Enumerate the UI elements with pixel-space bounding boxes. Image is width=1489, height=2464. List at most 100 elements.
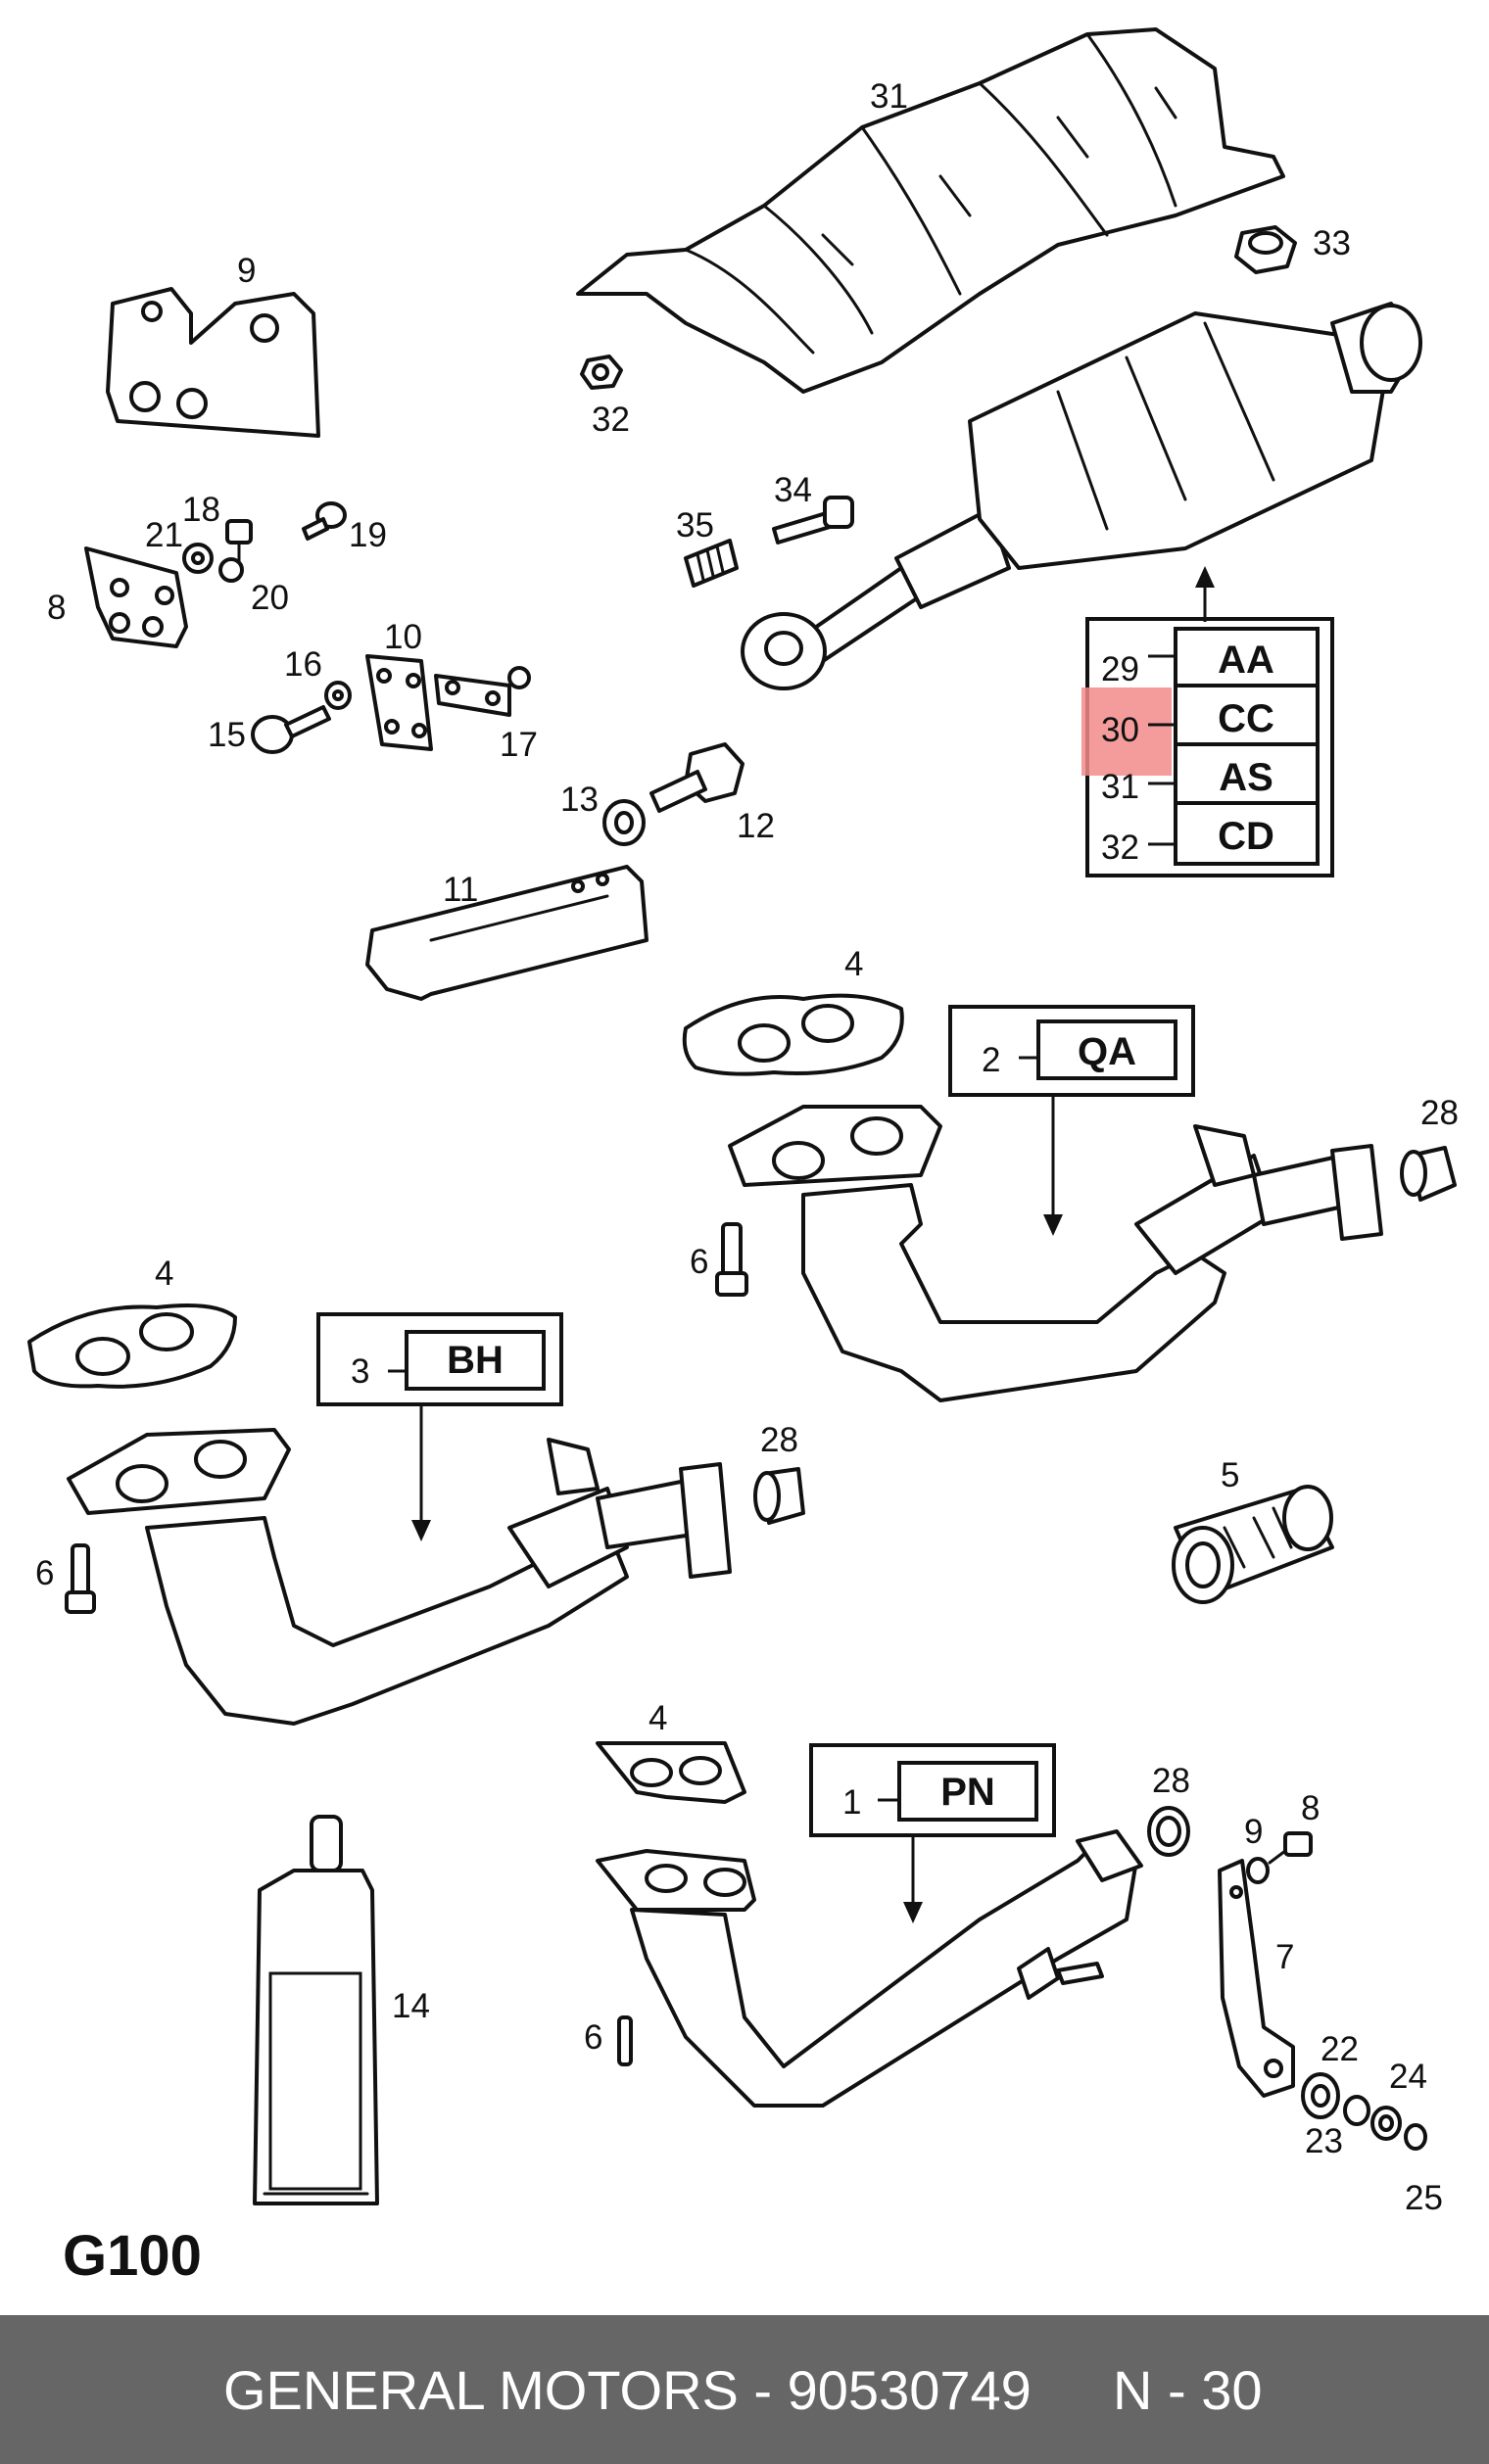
nut-22	[218, 557, 244, 583]
plate-19	[434, 666, 531, 717]
callout-18: 16	[284, 645, 322, 684]
callout-11: 9	[237, 252, 256, 290]
callout-6-b: 6	[35, 1554, 54, 1592]
gasket-4-b	[27, 1303, 237, 1389]
callout-1: 1	[842, 1783, 861, 1822]
qa-label-box	[948, 1005, 1195, 1097]
gasket-4-a	[682, 993, 904, 1076]
callout-26: 24	[1389, 2058, 1427, 2096]
callout-36: 34	[774, 471, 812, 509]
highlight-30	[1081, 687, 1172, 776]
callout-34: 32	[592, 401, 630, 439]
bolt-21	[302, 501, 347, 541]
bracket-13	[365, 865, 648, 1001]
callout-2: 2	[982, 1041, 1000, 1079]
callout-31: 31	[1101, 768, 1139, 806]
callout-21: 19	[349, 516, 387, 554]
callout-7: 7	[1275, 1938, 1294, 1976]
washer-25	[1343, 2095, 1370, 2126]
callout-33: 31	[870, 77, 908, 116]
callout-37: 35	[676, 506, 714, 545]
bh-label-box	[316, 1312, 563, 1406]
callout-10: 8	[47, 589, 66, 627]
pn-code-box	[897, 1761, 1038, 1822]
converter-arrow-head	[1195, 566, 1215, 588]
callout-16: 14	[392, 1987, 430, 2025]
bolt-6-a	[715, 1222, 748, 1297]
callout-24: 22	[1321, 2030, 1359, 2068]
plate-12	[365, 654, 433, 751]
callout-13: 11	[443, 871, 478, 909]
callout-12: 10	[384, 618, 422, 656]
washer-9	[1246, 1857, 1270, 1884]
callout-4-c: 4	[648, 1699, 667, 1737]
callout-14: 12	[737, 807, 775, 845]
sealant-tube	[253, 1815, 379, 2205]
code-cd: CD	[1218, 815, 1274, 858]
bh-code-box	[405, 1330, 546, 1391]
rubber-mount-10	[84, 546, 188, 648]
callout-15: 13	[560, 781, 599, 819]
gasket-4-c	[596, 1741, 746, 1804]
callout-8: 8	[1301, 1789, 1320, 1827]
callout-35: 33	[1313, 224, 1351, 262]
callout-4-b: 4	[155, 1255, 173, 1293]
front-pipe-pn	[596, 1829, 1143, 2108]
callout-28-a: 28	[1420, 1094, 1459, 1132]
exhaust-exploded-diagram: 29 30 31 32 AA CC AS CD	[27, 27, 1459, 2217]
bushing-24	[1301, 2072, 1340, 2119]
bolt-6-b	[65, 1543, 96, 1614]
nut-27	[1404, 2123, 1427, 2151]
ring-28-b	[753, 1467, 805, 1525]
code-pn: PN	[940, 1771, 995, 1814]
callout-17: 15	[208, 716, 246, 754]
code-aa: AA	[1218, 639, 1274, 682]
callout-20: 18	[182, 491, 220, 529]
heat-shield	[576, 27, 1285, 394]
diagram-reference-code: G100	[63, 2224, 202, 2288]
bolt-14	[649, 742, 744, 813]
callout-3: 3	[351, 1352, 369, 1391]
washer-23	[182, 543, 214, 574]
bolt-17	[251, 705, 331, 754]
code-cc: CC	[1218, 697, 1274, 740]
bolt-6-c	[617, 2015, 633, 2066]
flex-joint	[1172, 1485, 1334, 1604]
front-pipe-bh	[67, 1428, 732, 1726]
callout-28-c: 28	[1152, 1762, 1190, 1800]
pn-label-box	[809, 1743, 1056, 1837]
callout-28-b: 28	[760, 1421, 798, 1459]
ring-28-c	[1147, 1806, 1190, 1857]
ring-28-a	[1400, 1146, 1457, 1202]
callout-19: 17	[500, 726, 538, 764]
footer-part-number: GENERAL MOTORS - 90530749	[223, 2359, 1032, 2421]
footer-bar: GENERAL MOTORS - 90530749 N - 30	[0, 2315, 1489, 2464]
mounting-bracket-11	[106, 287, 320, 438]
qa-code-box	[1036, 1019, 1177, 1080]
washer-15	[602, 799, 646, 846]
front-pipe-qa	[728, 1105, 1383, 1402]
code-bh: BH	[447, 1339, 504, 1382]
callout-23: 21	[145, 516, 183, 554]
washer-26	[1370, 2106, 1402, 2141]
washer-18	[324, 681, 352, 710]
callout-22: 20	[251, 579, 289, 617]
callout-30: 30	[1101, 711, 1139, 749]
flange-nut	[1234, 225, 1297, 274]
hanger-7	[1218, 1859, 1295, 2098]
callout-32: 32	[1101, 829, 1139, 867]
code-as: AS	[1219, 756, 1273, 799]
small-nut	[580, 355, 623, 390]
code-box-cd	[1174, 801, 1320, 866]
callout-25: 23	[1305, 2122, 1343, 2160]
callout-6-c: 6	[584, 2018, 602, 2057]
callout-4-a: 4	[844, 945, 863, 983]
callout-5: 5	[1221, 1456, 1239, 1494]
callout-9: 9	[1244, 1813, 1263, 1851]
bolt-8	[1268, 1831, 1313, 1865]
spring	[684, 539, 739, 588]
catalytic-converter	[741, 302, 1422, 690]
callout-6-a: 6	[690, 1243, 708, 1281]
callout-27: 25	[1405, 2179, 1443, 2217]
